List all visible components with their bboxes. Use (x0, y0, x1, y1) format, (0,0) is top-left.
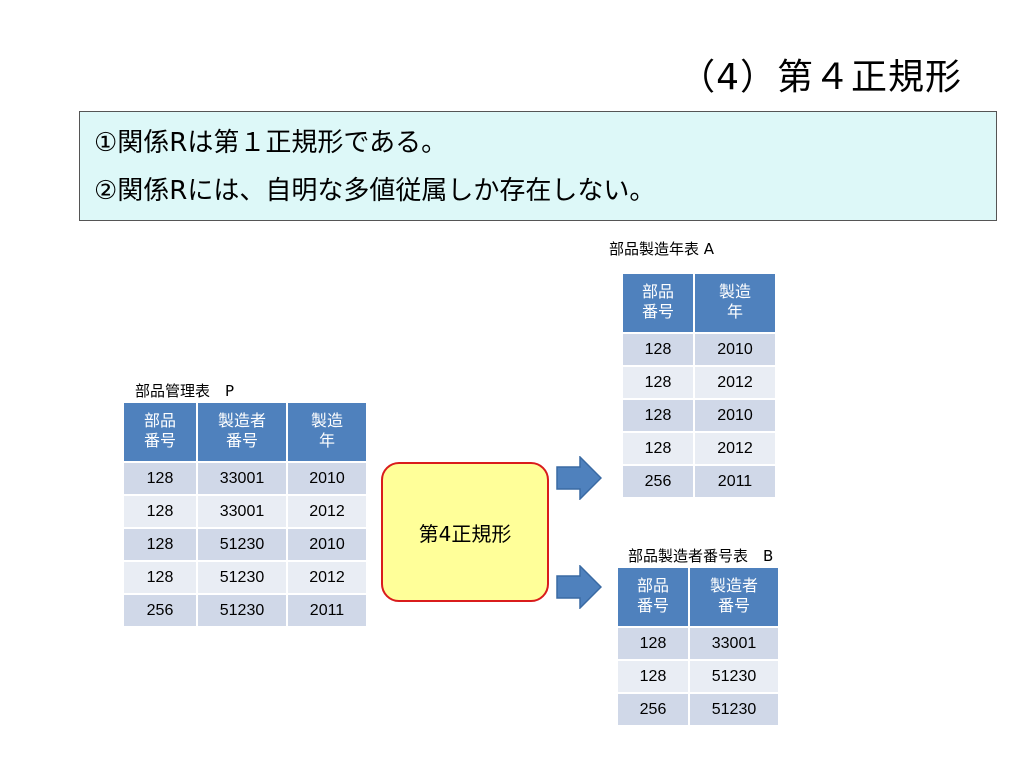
table-b-caption: 部品製造者番号表 B (628, 547, 774, 565)
table-row: 256 2011 (621, 464, 777, 499)
table-cell: 51230 (196, 560, 288, 595)
table-cell: 2010 (286, 527, 368, 562)
table-row: 128 33001 2010 (122, 461, 368, 496)
table-cell: 128 (621, 332, 695, 367)
table-header-row: 部品番号 製造者番号 製造年 (122, 401, 368, 463)
table-cell: 51230 (196, 593, 288, 628)
column-header: 製造者番号 (196, 401, 288, 463)
table-row: 256 51230 (616, 692, 780, 727)
table-cell: 128 (122, 461, 198, 496)
column-header: 部品番号 (122, 401, 198, 463)
table-cell: 51230 (688, 659, 780, 694)
table-cell: 128 (122, 560, 198, 595)
column-header: 製造年 (693, 272, 777, 334)
column-header: 部品番号 (621, 272, 695, 334)
table-cell: 256 (616, 692, 690, 727)
table-cell: 128 (122, 494, 198, 529)
table-p-caption: 部品管理表 P (135, 382, 235, 400)
table-cell: 2012 (693, 431, 777, 466)
table-cell: 33001 (196, 461, 288, 496)
table-row: 128 51230 (616, 659, 780, 694)
table-cell: 128 (122, 527, 198, 562)
table-cell: 128 (621, 365, 695, 400)
table-cell: 256 (621, 464, 695, 499)
table-cell: 2010 (693, 332, 777, 367)
table-cell: 2011 (286, 593, 368, 628)
table-p: 部品番号 製造者番号 製造年 128 33001 2010 128 33001 … (122, 401, 368, 628)
rule-line-1: ①関係Rは第１正規形である。 (94, 128, 448, 158)
table-cell: 51230 (688, 692, 780, 727)
column-header: 製造者番号 (688, 566, 780, 628)
center-label: 第4正規形 (418, 521, 512, 546)
table-header-row: 部品番号 製造者番号 (616, 566, 780, 628)
table-cell: 128 (616, 626, 690, 661)
table-row: 128 51230 2010 (122, 527, 368, 562)
table-a-caption: 部品製造年表 A (609, 240, 715, 258)
arrow-right-icon (556, 456, 602, 500)
table-cell: 2010 (286, 461, 368, 496)
rule-line-2: ②関係Rには、自明な多値従属しか存在しない。 (94, 176, 656, 206)
table-row: 128 2012 (621, 431, 777, 466)
table-cell: 33001 (196, 494, 288, 529)
table-a: 部品番号 製造年 128 2010 128 2012 128 2010 128 … (621, 272, 777, 499)
table-b: 部品番号 製造者番号 128 33001 128 51230 256 51230 (616, 566, 780, 727)
table-cell: 51230 (196, 527, 288, 562)
arrow-right-icon (556, 565, 602, 609)
table-row: 128 2010 (621, 332, 777, 367)
column-header: 製造年 (286, 401, 368, 463)
table-row: 128 2012 (621, 365, 777, 400)
table-cell: 2010 (693, 398, 777, 433)
slide-title: （4）第４正規形 (679, 57, 962, 98)
fourth-normal-form-box: 第4正規形 (381, 462, 549, 602)
table-row: 256 51230 2011 (122, 593, 368, 628)
column-header: 部品番号 (616, 566, 690, 628)
table-cell: 2012 (286, 494, 368, 529)
table-header-row: 部品番号 製造年 (621, 272, 777, 334)
table-cell: 128 (616, 659, 690, 694)
rules-box: ①関係Rは第１正規形である。 ②関係Rには、自明な多値従属しか存在しない。 (79, 111, 997, 221)
table-row: 128 2010 (621, 398, 777, 433)
table-cell: 2011 (693, 464, 777, 499)
table-row: 128 33001 2012 (122, 494, 368, 529)
table-cell: 256 (122, 593, 198, 628)
table-row: 128 33001 (616, 626, 780, 661)
table-cell: 2012 (286, 560, 368, 595)
table-cell: 128 (621, 431, 695, 466)
table-cell: 33001 (688, 626, 780, 661)
table-cell: 2012 (693, 365, 777, 400)
table-row: 128 51230 2012 (122, 560, 368, 595)
table-cell: 128 (621, 398, 695, 433)
